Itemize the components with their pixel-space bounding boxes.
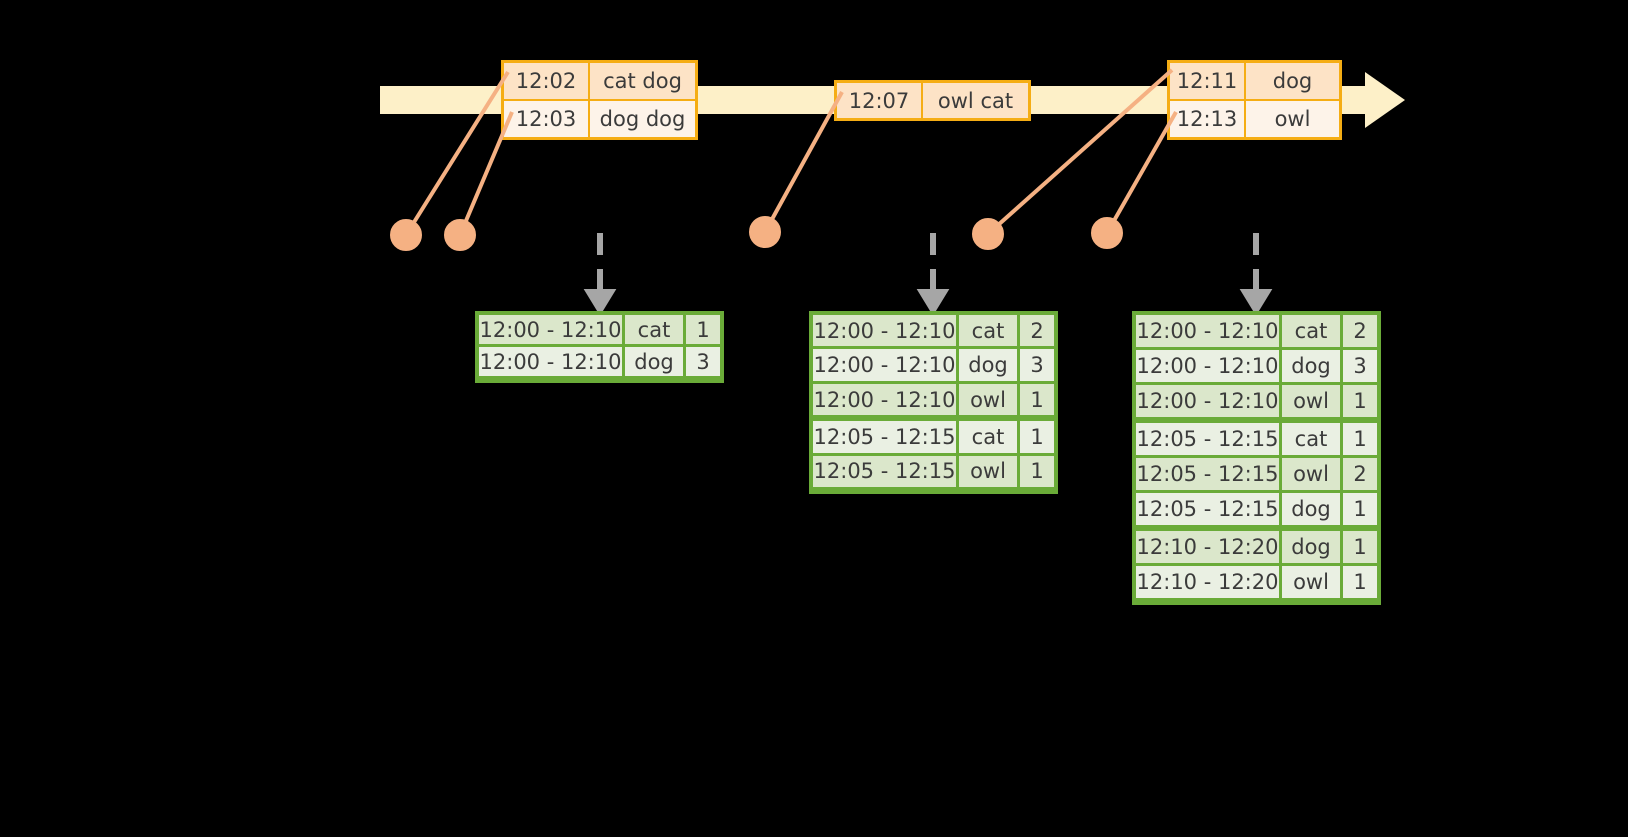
- connector-dot: [749, 216, 781, 248]
- event-group-3: 12:11 dog 12:13 owl: [1167, 60, 1342, 140]
- cell-count: 1: [1343, 423, 1377, 455]
- cell-count: 3: [686, 347, 720, 376]
- cell-word: owl: [1282, 385, 1340, 417]
- table-row: 12:05 - 12:15 owl 1: [813, 455, 1054, 490]
- event-time: 12:02: [504, 63, 590, 99]
- connector-dot: [390, 219, 422, 251]
- cell-word: dog: [1282, 350, 1340, 382]
- event-time: 12:03: [504, 101, 590, 137]
- table-row: 12:05 - 12:15 dog 1: [1136, 493, 1377, 528]
- cell-word: cat: [959, 315, 1017, 347]
- cell-count: 1: [686, 315, 720, 344]
- cell-count: 1: [1343, 566, 1377, 598]
- connector-line: [1105, 111, 1178, 234]
- table-row: 12:05 - 12:15 cat 1: [1136, 420, 1377, 458]
- cell-count: 1: [1343, 385, 1377, 417]
- result-table-2: 12:00 - 12:10 cat 2 12:00 - 12:10 dog 3 …: [809, 311, 1058, 494]
- cell-window: 12:05 - 12:15: [813, 455, 956, 488]
- connector-dot: [972, 218, 1004, 250]
- cell-count: 2: [1020, 315, 1054, 347]
- cell-word: cat: [1282, 315, 1340, 347]
- event-time: 12:13: [1170, 101, 1246, 137]
- cell-word: dog: [1282, 493, 1340, 525]
- cell-word: owl: [959, 455, 1017, 488]
- cell-window: 12:10 - 12:20: [1136, 566, 1279, 598]
- flow-arrow-head: [583, 289, 617, 316]
- result-table-3: 12:00 - 12:10 cat 2 12:00 - 12:10 dog 3 …: [1132, 311, 1381, 605]
- table-row: 12:00 - 12:10 dog 3: [479, 347, 720, 379]
- cell-count: 2: [1343, 315, 1377, 347]
- cell-count: 1: [1343, 493, 1377, 525]
- event-row: 12:13 owl: [1170, 99, 1339, 137]
- event-words: cat dog: [590, 63, 695, 99]
- event-row: 12:03 dog dog: [504, 99, 695, 137]
- flow-arrow-head: [1239, 289, 1273, 316]
- table-row: 12:00 - 12:10 cat 1: [479, 315, 720, 347]
- cell-word: cat: [959, 421, 1017, 453]
- connector-dot: [444, 219, 476, 251]
- cell-count: 3: [1343, 350, 1377, 382]
- timeline-arrow-head: [1365, 72, 1405, 128]
- cell-count: 1: [1020, 421, 1054, 453]
- cell-word: owl: [959, 383, 1017, 416]
- event-words: dog dog: [590, 101, 695, 137]
- event-row: 12:11 dog: [1170, 63, 1339, 99]
- cell-window: 12:10 - 12:20: [1136, 531, 1279, 563]
- cell-window: 12:00 - 12:10: [813, 349, 956, 381]
- flow-arrow-head: [916, 289, 950, 316]
- cell-window: 12:05 - 12:15: [813, 421, 956, 453]
- connector-dot: [1091, 217, 1123, 249]
- table-row: 12:00 - 12:10 cat 2: [1136, 315, 1377, 350]
- table-row: 12:10 - 12:20 owl 1: [1136, 566, 1377, 601]
- cell-word: dog: [959, 349, 1017, 381]
- event-words: dog: [1246, 63, 1339, 99]
- cell-window: 12:00 - 12:10: [1136, 350, 1279, 382]
- event-time: 12:11: [1170, 63, 1246, 99]
- cell-window: 12:00 - 12:10: [813, 383, 956, 416]
- cell-window: 12:05 - 12:15: [1136, 458, 1279, 490]
- event-group-2: 12:07 owl cat: [834, 80, 1031, 121]
- event-words: owl: [1246, 101, 1339, 137]
- cell-window: 12:00 - 12:10: [479, 347, 622, 376]
- cell-word: cat: [625, 315, 683, 344]
- cell-word: dog: [625, 347, 683, 376]
- table-row: 12:00 - 12:10 owl 1: [1136, 385, 1377, 420]
- table-row: 12:00 - 12:10 owl 1: [813, 383, 1054, 418]
- cell-word: dog: [1282, 531, 1340, 563]
- event-row: 12:02 cat dog: [504, 63, 695, 99]
- event-group-1: 12:02 cat dog 12:03 dog dog: [501, 60, 698, 140]
- result-table-1: 12:00 - 12:10 cat 1 12:00 - 12:10 dog 3: [475, 311, 724, 383]
- event-words: owl cat: [923, 83, 1028, 118]
- cell-window: 12:00 - 12:10: [1136, 315, 1279, 347]
- cell-count: 1: [1343, 531, 1377, 563]
- table-row: 12:00 - 12:10 dog 3: [1136, 350, 1377, 385]
- table-row: 12:10 - 12:20 dog 1: [1136, 528, 1377, 566]
- cell-count: 1: [1020, 383, 1054, 416]
- cell-window: 12:05 - 12:15: [1136, 493, 1279, 525]
- table-row: 12:00 - 12:10 cat 2: [813, 315, 1054, 349]
- event-time: 12:07: [837, 83, 923, 118]
- table-row: 12:00 - 12:10 dog 3: [813, 349, 1054, 383]
- table-row: 12:05 - 12:15 owl 2: [1136, 458, 1377, 493]
- cell-window: 12:00 - 12:10: [813, 315, 956, 347]
- cell-count: 1: [1020, 455, 1054, 488]
- cell-count: 2: [1343, 458, 1377, 490]
- cell-window: 12:00 - 12:10: [479, 315, 622, 344]
- cell-word: cat: [1282, 423, 1340, 455]
- cell-count: 3: [1020, 349, 1054, 381]
- cell-window: 12:05 - 12:15: [1136, 423, 1279, 455]
- cell-word: owl: [1282, 458, 1340, 490]
- table-row: 12:05 - 12:15 cat 1: [813, 418, 1054, 455]
- event-row: 12:07 owl cat: [837, 83, 1028, 118]
- cell-word: owl: [1282, 566, 1340, 598]
- cell-window: 12:00 - 12:10: [1136, 385, 1279, 417]
